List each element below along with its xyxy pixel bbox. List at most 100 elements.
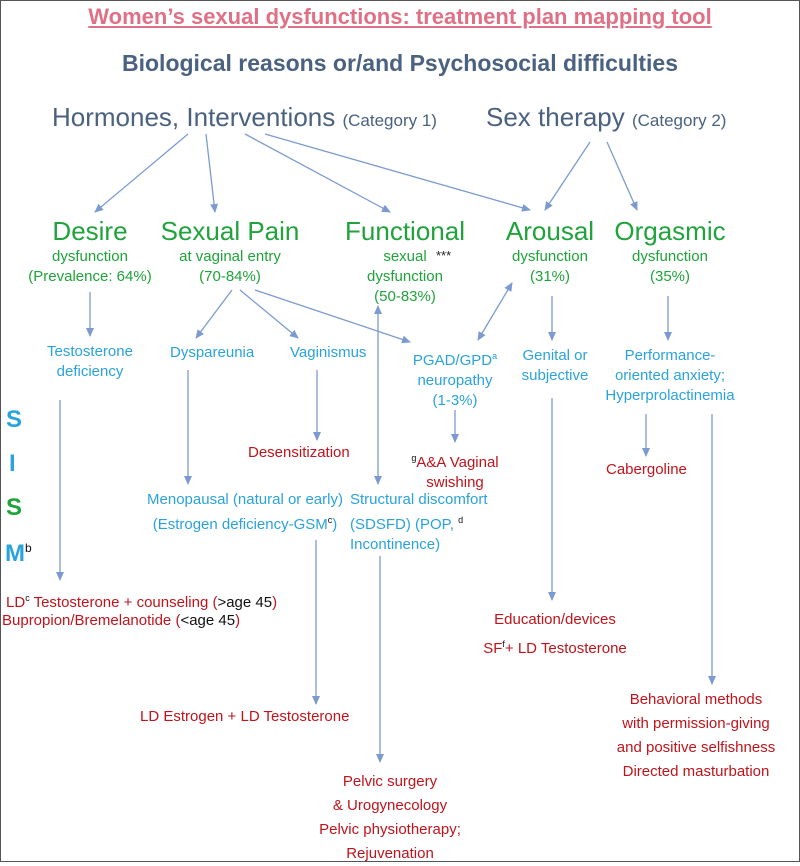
sism-letter-s2: S xyxy=(6,494,23,521)
pgad-node: PGAD/GPDa neuropathy (1-3%) xyxy=(395,346,515,411)
category-1-name: Hormones, Interventions xyxy=(52,102,336,132)
arousal-line1: dysfunction xyxy=(512,248,588,265)
arousal-title: Arousal xyxy=(505,216,595,246)
testosterone-deficiency-node: Testosterone deficiency xyxy=(20,342,160,382)
performance-line3: Hyperprolactinemia xyxy=(605,387,735,404)
sism-letter-s1: S xyxy=(6,406,23,433)
ld-testo-d: ) xyxy=(272,594,278,611)
desensitization-node: Desensitization xyxy=(248,444,350,461)
functional-line1: sexual xyxy=(383,248,427,265)
functional-node: Functional sexual dysfunction (50-83%) xyxy=(325,216,485,307)
pgad-line2: neuropathy xyxy=(417,372,493,389)
arousal-line2: (31%) xyxy=(529,268,570,285)
menopausal-line2b: ) xyxy=(332,516,338,533)
category-2-tag: (Category 2) xyxy=(631,111,727,130)
sf-ld-node: SFf+ LD Testosterone xyxy=(470,634,640,659)
performance-line1: Performance- xyxy=(624,347,716,364)
aa-line1: A&A Vaginal xyxy=(416,454,499,471)
arrow-pain-vaginismus xyxy=(239,289,299,339)
functional-line2: dysfunction xyxy=(367,268,443,285)
category-1-heading: Hormones, Interventions (Category 1) xyxy=(52,102,437,133)
behavioral-line3: and positive selfishness xyxy=(616,739,776,756)
sf-b: + LD Testosterone xyxy=(504,640,627,657)
behavioral-line4: Directed masturbation xyxy=(622,763,770,780)
performance-line2: oriented anxiety; xyxy=(614,367,726,384)
ld-testo-sup: c xyxy=(25,593,30,603)
menopausal-sup: c xyxy=(327,515,333,525)
ld-testo-age: >age 45 xyxy=(217,594,273,611)
bupropion-age: <age 45 xyxy=(180,612,236,629)
sism-letter-i: I xyxy=(9,450,16,477)
education-node: Education/devices xyxy=(494,611,616,628)
structural-line1: Structural discomfort xyxy=(350,491,488,508)
behavioral-line2: with permission-giving xyxy=(622,715,770,732)
ld-testo-b: Testosterone + counseling ( xyxy=(29,594,218,611)
arrow-pain-pgad xyxy=(254,289,411,344)
orgasmic-node: Orgasmic dysfunction (35%) xyxy=(600,216,740,287)
orgasmic-line2: (35%) xyxy=(649,268,690,285)
arrow-cat1-pain xyxy=(205,133,219,213)
sf-sup: f xyxy=(502,639,505,649)
arrow-cat2-arousal xyxy=(544,141,591,211)
vaginismus-node: Vaginismus xyxy=(290,344,367,361)
pelvic-line3: Pelvic physiotherapy; xyxy=(319,821,461,838)
desire-line2: (Prevalence: 64%) xyxy=(28,268,152,285)
pgad-line1: PGAD/GPD xyxy=(412,352,493,369)
functional-line3: (50-83%) xyxy=(374,288,436,305)
arrow-pain-dyspareunia xyxy=(195,289,233,339)
pelvic-node: Pelvic surgery & Urogynecology Pelvic ph… xyxy=(300,770,480,866)
sf-a: SF xyxy=(483,640,503,657)
arrow-cat1-desire xyxy=(94,133,189,213)
diagram-subtitle: Biological reasons or/and Psychosocial d… xyxy=(122,50,678,76)
ld-estrogen-node: LD Estrogen + LD Testosterone xyxy=(140,708,350,725)
genital-node: Genital or subjective xyxy=(500,346,610,386)
desire-node: Desire dysfunction (Prevalence: 64%) xyxy=(10,216,170,287)
testo-def-line1: Testosterone xyxy=(47,343,133,360)
category-1-tag: (Category 1) xyxy=(342,111,437,130)
bupropion-a: Bupropion/Bremelanotide ( xyxy=(2,612,181,629)
arrow-cat1-arousal xyxy=(264,133,531,212)
sism-m-sup: b xyxy=(25,541,32,555)
aa-line2: swishing xyxy=(426,474,484,491)
arrow-arousal-pgad xyxy=(477,282,513,341)
category-2-heading: Sex therapy (Category 2) xyxy=(486,102,726,133)
orgasmic-line1: dysfunction xyxy=(632,248,708,265)
sexual-pain-title: Sexual Pain xyxy=(160,216,300,246)
page-title: Women’s sexual dysfunctions: treatment p… xyxy=(88,4,712,29)
arrow-cat1-functional xyxy=(244,133,391,213)
sexual-pain-line1: at vaginal entry xyxy=(179,248,281,265)
ld-testo-a: LD xyxy=(6,594,26,611)
pelvic-line2: & Urogynecology xyxy=(332,797,448,814)
performance-node: Performance- oriented anxiety; Hyperprol… xyxy=(595,346,745,406)
sexual-pain-line2: (70-84%) xyxy=(199,268,261,285)
structural-line3: Incontinence) xyxy=(350,536,441,553)
pelvic-line4: Rejuvenation xyxy=(346,845,434,862)
functional-asterisk-mark: *** xyxy=(436,248,452,263)
cabergoline-node: Cabergoline xyxy=(606,461,687,478)
behavioral-node: Behavioral methods with permission-givin… xyxy=(596,688,796,784)
arousal-node: Arousal dysfunction (31%) xyxy=(490,216,610,287)
sexual-pain-node: Sexual Pain at vaginal entry (70-84%) xyxy=(150,216,310,287)
orgasmic-title: Orgasmic xyxy=(614,216,726,246)
pgad-line3: (1-3%) xyxy=(432,392,478,409)
desire-title: Desire xyxy=(52,216,128,246)
structural-node: Structural discomfort (SDSFD) (POP, d In… xyxy=(350,490,488,555)
structural-line2: (SDSFD) (POP, xyxy=(350,516,454,533)
testo-def-line2: deficiency xyxy=(56,363,124,380)
structural-sup: d xyxy=(458,515,464,525)
sism-m-letter: M xyxy=(5,540,25,567)
arrow-cat2-orgasmic xyxy=(606,141,638,211)
aa-sup: g xyxy=(411,453,417,463)
menopausal-line1: Menopausal (natural or early) xyxy=(147,491,343,508)
genital-line1: Genital or xyxy=(522,347,588,364)
desire-line1: dysfunction xyxy=(52,248,128,265)
bupropion-line: Bupropion/Bremelanotide (<age 45) xyxy=(2,611,240,631)
ld-testosterone-line: LDc Testosterone + counseling (>age 45) xyxy=(6,588,277,613)
bupropion-c: ) xyxy=(235,612,241,629)
pelvic-line1: Pelvic surgery xyxy=(342,773,438,790)
sism-letter-m: Mb xyxy=(5,540,32,568)
dyspareunia-node: Dyspareunia xyxy=(170,344,255,361)
aa-swishing-node: gA&A Vaginal swishing xyxy=(395,448,515,493)
pgad-sup: a xyxy=(492,351,498,361)
